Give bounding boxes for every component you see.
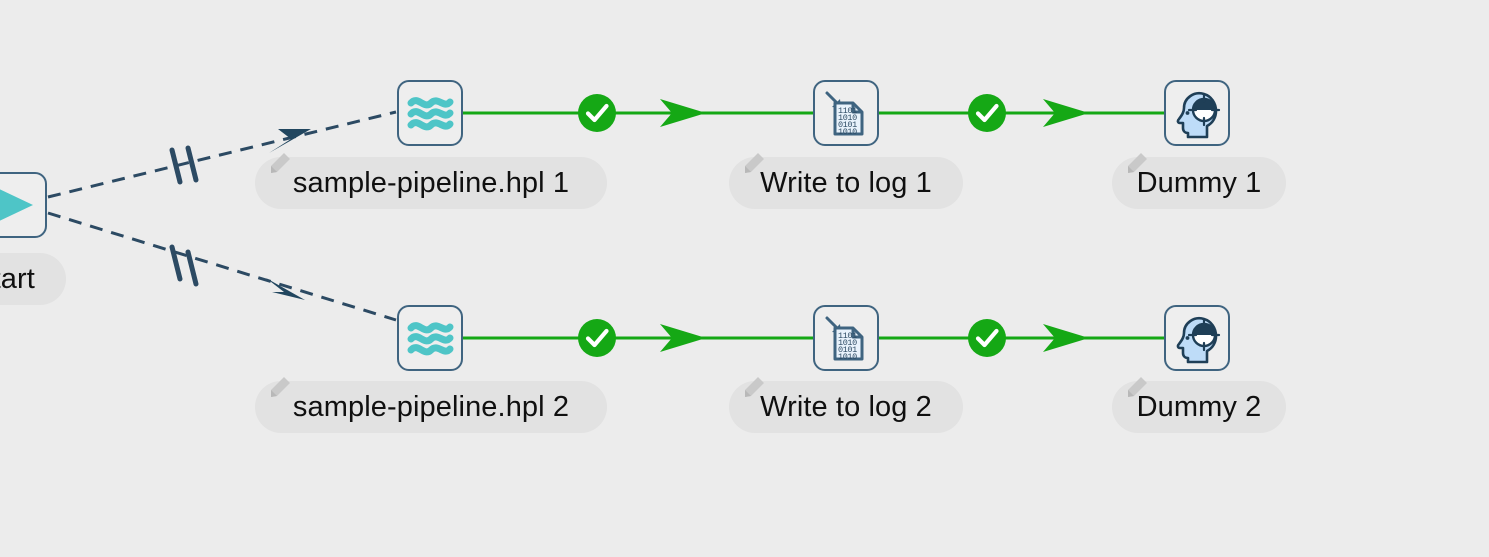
hop-arrowhead-green-2b <box>1043 324 1089 352</box>
action-label-write-to-log-2[interactable]: Write to log 2 <box>729 377 963 433</box>
write-to-log-icon: 1101 1010 0101 1010 <box>825 316 864 362</box>
hop-arrowhead-green-1a <box>660 99 706 127</box>
parallel-marker-1 <box>169 145 199 185</box>
svg-text:1101: 1101 <box>838 331 857 341</box>
dummy-head-target-icon <box>1176 92 1221 139</box>
hop-start-to-pipeline-2[interactable] <box>47 211 397 322</box>
action-node-start[interactable] <box>0 172 47 238</box>
action-node-dummy-2[interactable] <box>1164 305 1230 371</box>
action-label-write-to-log-1-text: Write to log 1 <box>760 166 932 199</box>
green-check-icon <box>578 319 616 357</box>
svg-text:1010: 1010 <box>838 352 857 362</box>
svg-text:0101: 0101 <box>838 120 857 130</box>
pipeline-waves-icon <box>407 322 454 356</box>
action-label-pipeline-2[interactable]: sample-pipeline.hpl 2 <box>255 377 607 433</box>
action-node-pipeline-1[interactable] <box>397 80 463 146</box>
edit-pencil-icon[interactable] <box>267 375 293 401</box>
action-label-start-text: Start <box>0 262 35 295</box>
action-label-start[interactable]: Start <box>0 253 66 305</box>
hop-status-check-2b[interactable] <box>968 319 1006 357</box>
action-node-pipeline-2[interactable] <box>397 305 463 371</box>
svg-text:1101: 1101 <box>838 106 857 116</box>
svg-text:1010: 1010 <box>838 338 857 348</box>
action-label-dummy-1-text: Dummy 1 <box>1136 166 1262 199</box>
pipeline-waves-icon <box>407 97 454 131</box>
action-node-dummy-1[interactable] <box>1164 80 1230 146</box>
svg-text:0101: 0101 <box>838 345 857 355</box>
dummy-head-target-icon <box>1176 317 1221 364</box>
hop-arrowhead-green-2a <box>660 324 706 352</box>
green-check-icon <box>578 94 616 132</box>
action-label-write-to-log-1[interactable]: Write to log 1 <box>729 153 963 209</box>
action-label-dummy-2-text: Dummy 2 <box>1136 390 1262 423</box>
green-check-icon <box>968 319 1006 357</box>
action-label-dummy-1[interactable]: Dummy 1 <box>1112 153 1286 209</box>
action-node-write-to-log-2[interactable]: 1101 1010 0101 1010 <box>813 305 879 371</box>
hop-status-check-1b[interactable] <box>968 94 1006 132</box>
hop-status-check-2a[interactable] <box>578 319 616 357</box>
action-label-pipeline-1[interactable]: sample-pipeline.hpl 1 <box>255 153 607 209</box>
hop-arrowhead-1 <box>269 129 311 153</box>
action-label-write-to-log-2-text: Write to log 2 <box>760 390 932 423</box>
write-to-log-icon: 1101 1010 0101 1010 <box>825 91 864 137</box>
action-label-dummy-2[interactable]: Dummy 2 <box>1112 377 1286 433</box>
play-triangle-icon <box>0 189 33 221</box>
svg-text:1010: 1010 <box>838 127 857 137</box>
action-label-pipeline-1-text: sample-pipeline.hpl 1 <box>292 166 570 199</box>
svg-text:1010: 1010 <box>838 113 857 123</box>
action-node-write-to-log-1[interactable]: 1101 1010 0101 1010 <box>813 80 879 146</box>
hop-arrowhead-2 <box>266 278 305 300</box>
parallel-marker-2 <box>169 244 199 287</box>
green-check-icon <box>968 94 1006 132</box>
hop-arrowhead-green-1b <box>1043 99 1089 127</box>
action-label-pipeline-2-text: sample-pipeline.hpl 2 <box>292 390 570 423</box>
hop-status-check-1a[interactable] <box>578 94 616 132</box>
edit-pencil-icon[interactable] <box>267 151 293 177</box>
